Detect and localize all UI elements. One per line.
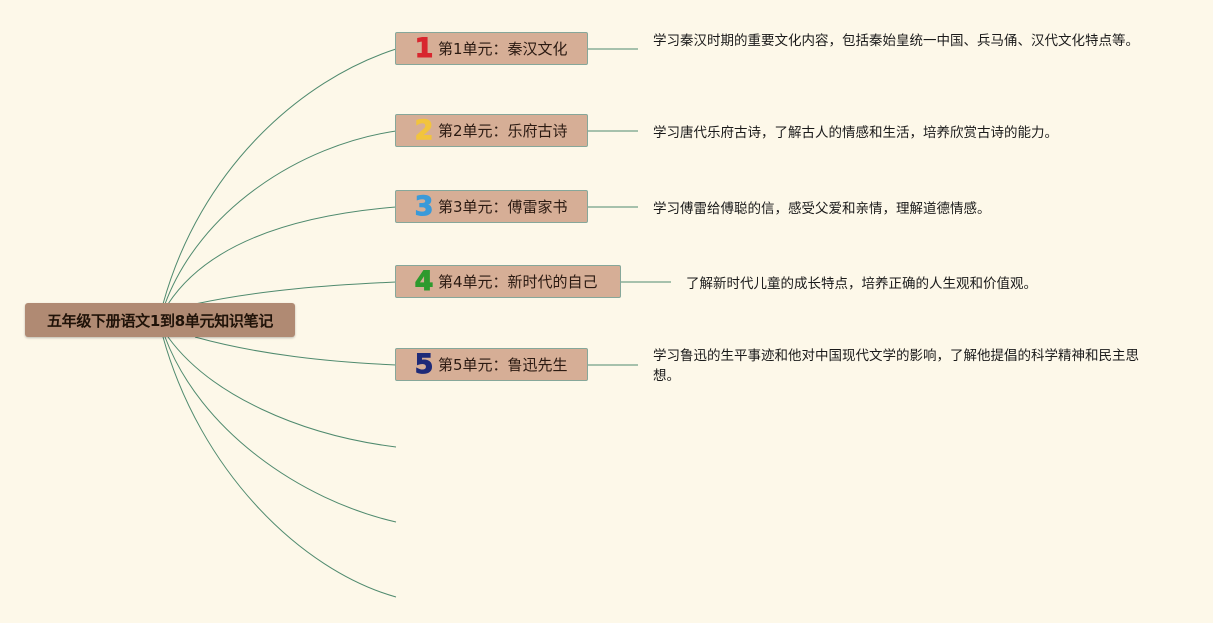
unit-description-2[interactable]: 学习唐代乐府古诗，了解古人的情感和生活，培养欣赏古诗的能力。 — [653, 125, 1058, 141]
number-1-icon: 1 — [414, 33, 434, 64]
branch-line-6 — [167, 336, 397, 448]
unit-topic-3[interactable]: 3 第3单元：傅雷家书 — [395, 190, 588, 223]
number-3-icon: 3 — [414, 191, 434, 222]
root-topic[interactable]: 五年级下册语文1到8单元知识笔记 — [25, 303, 295, 337]
unit-topic-1[interactable]: 1 第1单元：秦汉文化 — [395, 32, 588, 65]
unit-title: 第3单元：傅雷家书 — [438, 198, 568, 216]
number-4-icon: 4 — [414, 266, 434, 297]
unit-description-3[interactable]: 学习傅雷给傅聪的信，感受父爱和亲情，理解道德情感。 — [653, 201, 991, 217]
unit-description-4[interactable]: 了解新时代儿童的成长特点，培养正确的人生观和价值观。 — [686, 276, 1037, 292]
number-5-icon: 5 — [414, 349, 434, 380]
number-2-icon: 2 — [414, 115, 434, 146]
branch-line-3 — [167, 206, 397, 305]
unit-description-5[interactable]: 学习鲁迅的生平事迹和他对中国现代文学的影响，了解他提倡的科学精神和民主思想。 — [653, 348, 1139, 384]
branch-line-7 — [164, 336, 397, 523]
unit-topic-4[interactable]: 4 第4单元：新时代的自己 — [395, 265, 621, 298]
branch-line-8 — [162, 336, 397, 598]
unit-topic-2[interactable]: 2 第2单元：乐府古诗 — [395, 114, 588, 147]
branch-line-4 — [194, 281, 397, 305]
branch-line-5 — [194, 336, 397, 366]
unit-description-1[interactable]: 学习秦汉时期的重要文化内容，包括秦始皇统一中国、兵马俑、汉代文化特点等。 — [653, 33, 1139, 49]
branch-line-1 — [162, 48, 397, 305]
unit-title: 第1单元：秦汉文化 — [438, 40, 568, 58]
unit-title: 第5单元：鲁迅先生 — [438, 356, 568, 374]
unit-topic-5[interactable]: 5 第5单元：鲁迅先生 — [395, 348, 588, 381]
unit-title: 第2单元：乐府古诗 — [438, 122, 568, 140]
branch-line-2 — [164, 130, 397, 305]
unit-title: 第4单元：新时代的自己 — [438, 273, 598, 291]
